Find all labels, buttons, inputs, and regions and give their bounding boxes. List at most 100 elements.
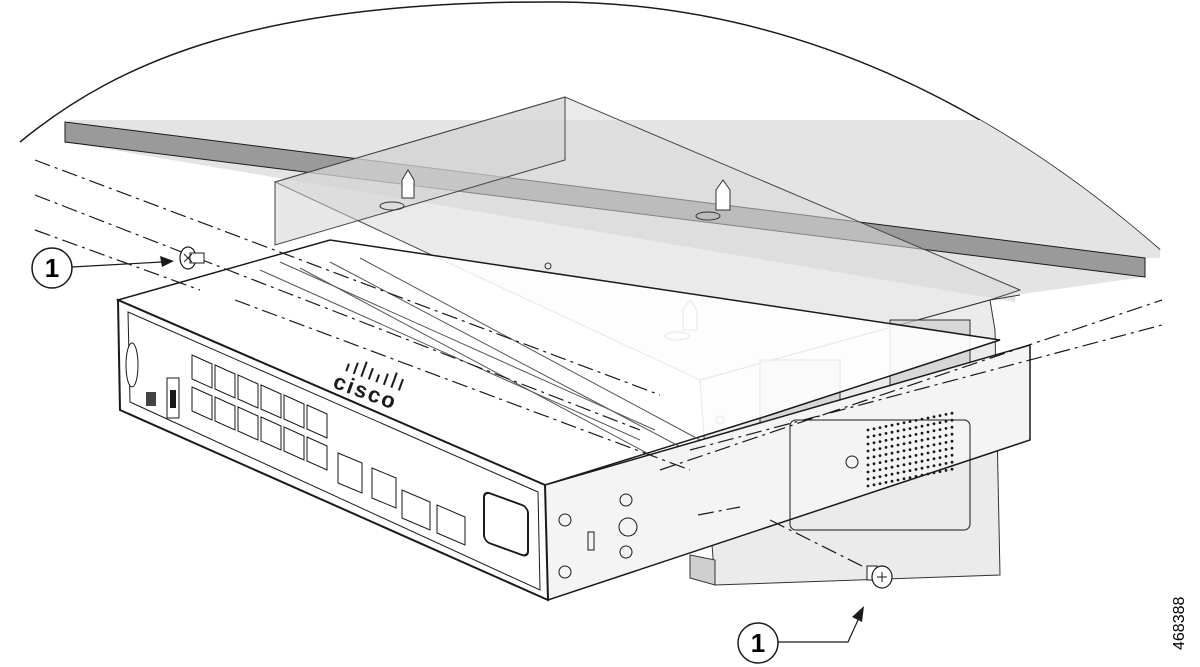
vent-hole (920, 459, 924, 463)
vent-hole (914, 419, 918, 422)
vent-hole (902, 421, 906, 425)
alignment-lines (34, 159, 1163, 571)
rj45-port-icon (371, 467, 397, 509)
rj45-port-icon (191, 386, 213, 421)
vent-hole (884, 439, 888, 442)
vent-hole (908, 469, 912, 472)
vent-hole (872, 448, 876, 452)
vent-hole (896, 478, 900, 482)
vent-hole (950, 432, 954, 436)
vent-hole (866, 449, 870, 453)
sfp-port-icon (436, 504, 466, 546)
screw-icon (866, 565, 893, 589)
vent-hole (944, 434, 948, 437)
vent-hole (866, 428, 870, 432)
vent-hole (932, 443, 936, 447)
vent-hole (890, 444, 894, 448)
vent-hole (872, 476, 876, 480)
vent-hole (944, 441, 948, 444)
standoff-pin (695, 179, 731, 221)
vent-hole (896, 464, 900, 468)
vent-hole (926, 430, 930, 434)
vent-hole (872, 434, 876, 438)
vent-hole (932, 415, 936, 419)
vent-hole (878, 482, 882, 485)
vent-hole (902, 456, 906, 460)
vent-hole (914, 454, 918, 457)
vent-hole (950, 460, 954, 464)
arrow-icon (71, 256, 174, 268)
figure-id: 468388 (1171, 597, 1188, 650)
vent-hole (926, 423, 930, 427)
vent-hole (884, 432, 888, 435)
vent-hole (890, 430, 894, 434)
vent-hole (872, 441, 876, 445)
vent-hole (872, 483, 876, 487)
vent-hole (920, 438, 924, 442)
vent-hole (920, 466, 924, 470)
vent-hole (914, 426, 918, 429)
vent-hole (908, 455, 912, 458)
vent-hole (884, 481, 888, 484)
vent-hole (920, 424, 924, 428)
sfp-ports (401, 489, 466, 546)
vent-hole (938, 428, 942, 431)
vent-hole (938, 470, 942, 473)
vent-hole (866, 484, 870, 488)
vent-hole (902, 463, 906, 467)
vent-hole (950, 439, 954, 443)
vent-hole (944, 462, 948, 465)
rj45-port-icon (337, 452, 363, 494)
vent-hole (938, 421, 942, 424)
vent-hole (896, 422, 900, 426)
vent-hole (926, 472, 930, 476)
vent-hole (878, 454, 882, 457)
vent-hole (938, 463, 942, 466)
vent-hole (938, 435, 942, 438)
vent-hole (896, 450, 900, 454)
vent-hole (938, 449, 942, 452)
vent-hole (896, 471, 900, 475)
vent-hole (878, 440, 882, 443)
vent-hole (908, 462, 912, 465)
vent-hole (878, 468, 882, 471)
vent-hole (878, 461, 882, 464)
vent-hole (920, 431, 924, 435)
vent-hole (932, 429, 936, 433)
vent-hole (878, 433, 882, 436)
vent-hole (908, 441, 912, 444)
vent-hole (932, 457, 936, 461)
vent-hole (890, 465, 894, 469)
vent-hole (908, 434, 912, 437)
vent-hole (866, 442, 870, 446)
vent-hole (944, 469, 948, 472)
vent-hole (926, 437, 930, 441)
vent-hole (944, 427, 948, 430)
arrow-icon (778, 606, 864, 643)
vent-hole (908, 448, 912, 451)
vent-hole (884, 425, 888, 428)
vent-hole (938, 414, 942, 417)
rj45-port-icon (214, 396, 236, 431)
side-vent-grid (866, 411, 954, 488)
vent-hole (866, 456, 870, 460)
vent-hole (884, 460, 888, 463)
vent-hole (866, 470, 870, 474)
vent-hole (932, 422, 936, 426)
rj45-port-icon (306, 436, 328, 471)
rj45-port-icon (191, 354, 213, 389)
vent-hole (902, 477, 906, 481)
vent-hole (920, 445, 924, 449)
vent-hole (932, 450, 936, 454)
vent-hole (950, 425, 954, 429)
vent-hole (926, 458, 930, 462)
rj45-port-icon (260, 384, 282, 419)
vent-hole (866, 477, 870, 481)
standoff-pin (379, 169, 415, 211)
console-area (125, 342, 180, 419)
vent-hole (944, 455, 948, 458)
vent-hole (878, 426, 882, 429)
callout-1-top: 1 (31, 247, 174, 289)
vent-hole (896, 429, 900, 433)
vent-hole (884, 446, 888, 449)
